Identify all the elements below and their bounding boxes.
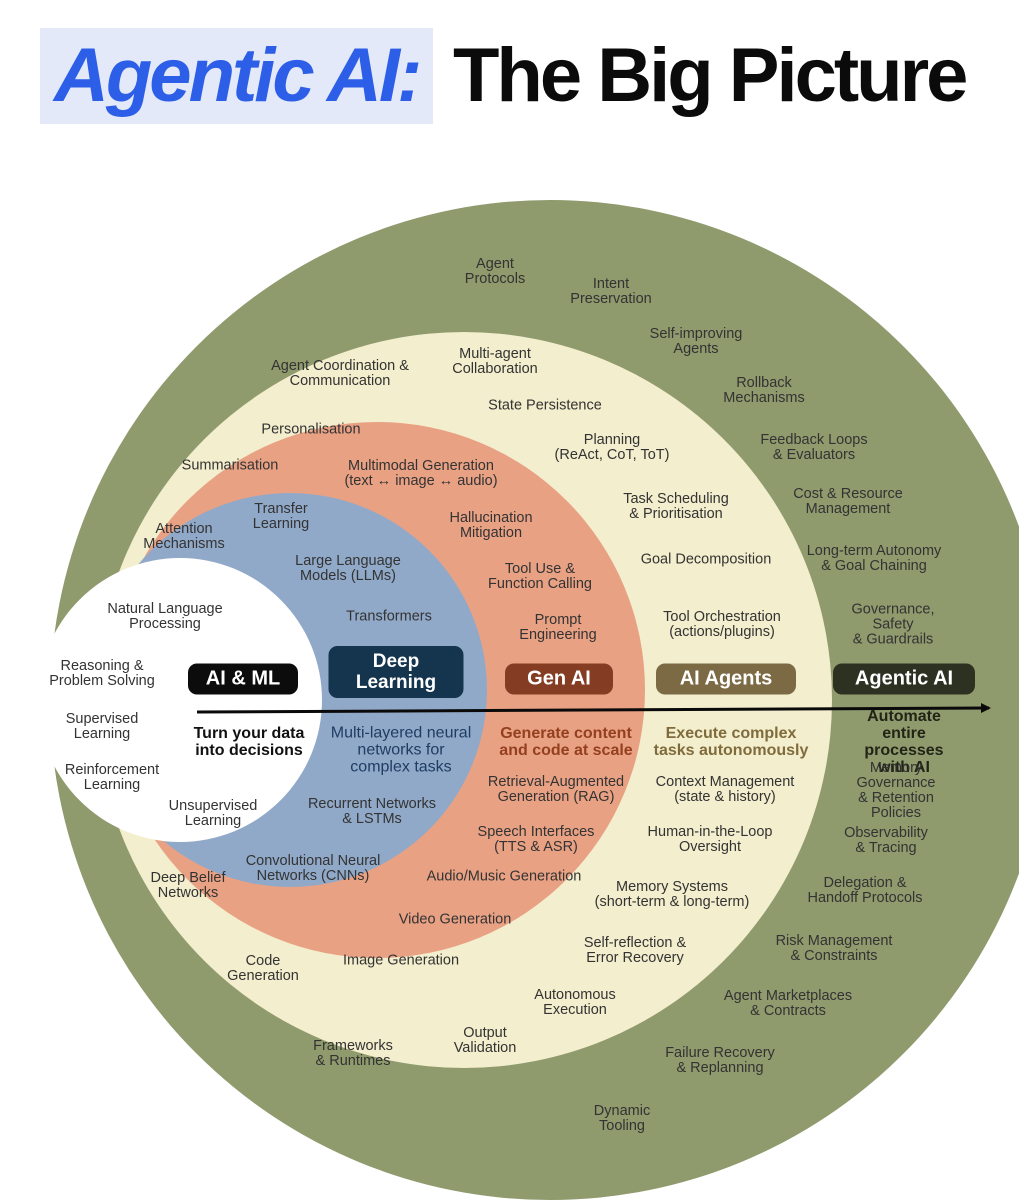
item-transfer-learning: Transfer Learning <box>252 501 310 532</box>
item-memory-systems: Memory Systems (short-term & long-term) <box>594 879 750 910</box>
item-rnn-lstm: Recurrent Networks & LSTMs <box>307 796 437 827</box>
pill-gen-ai: Gen AI <box>505 663 613 695</box>
pill-ai-ml: AI & ML <box>188 663 298 695</box>
progress-arrow <box>196 703 991 714</box>
item-tool-use: Tool Use & Function Calling <box>488 561 592 592</box>
item-summarisation: Summarisation <box>181 457 279 474</box>
tagline-deep-learning: Multi-layered neural networks for comple… <box>330 724 472 776</box>
item-rollback-mechanisms: Rollback Mechanisms <box>723 375 805 406</box>
item-dynamic-tooling: Dynamic Tooling <box>593 1103 651 1134</box>
item-state-persistence: State Persistence <box>488 397 602 414</box>
tagline-agentic-ai: Automate entire processes with AI <box>864 708 944 776</box>
item-attention-mechanisms: Attention Mechanisms <box>143 521 225 552</box>
title-agentic-ai: Agentic AI: <box>54 33 422 118</box>
item-deep-belief-networks: Deep Belief Networks <box>150 870 226 901</box>
item-image-generation: Image Generation <box>342 952 460 969</box>
item-nlp: Natural Language Processing <box>107 601 223 632</box>
item-tool-orchestration: Tool Orchestration (actions/plugins) <box>663 609 781 640</box>
item-agent-marketplaces: Agent Marketplaces & Contracts <box>723 988 853 1019</box>
item-feedback-loops: Feedback Loops & Evaluators <box>760 432 868 463</box>
item-cost-resource-management: Cost & Resource Management <box>793 486 903 517</box>
item-intent-preservation: Intent Preservation <box>570 276 652 307</box>
item-personalisation: Personalisation <box>261 421 361 438</box>
item-self-reflection: Self-reflection & Error Recovery <box>583 935 687 966</box>
item-video-generation: Video Generation <box>398 911 512 928</box>
item-goal-decomposition: Goal Decomposition <box>640 551 772 568</box>
item-reinforcement-learning: Reinforcement Learning <box>64 762 160 793</box>
item-delegation-handoff: Delegation & Handoff Protocols <box>807 875 923 906</box>
pill-ai-agents: AI Agents <box>656 663 796 695</box>
item-frameworks-runtimes: Frameworks & Runtimes <box>313 1038 393 1069</box>
item-unsupervised-learning: Unsupervised Learning <box>168 798 258 829</box>
item-observability-tracing: Observability & Tracing <box>844 825 928 856</box>
item-failure-recovery: Failure Recovery & Replanning <box>665 1045 775 1076</box>
tagline-gen-ai: Generate content and code at scale <box>499 725 633 759</box>
item-multimodal-generation: Multimodal Generation (text ↔ image ↔ au… <box>344 458 498 489</box>
tagline-ai-ml: Turn your data into decisions <box>193 725 305 759</box>
item-autonomous-execution: Autonomous Execution <box>534 987 616 1018</box>
item-llms: Large Language Models (LLMs) <box>295 553 401 584</box>
item-planning: Planning (ReAct, CoT, ToT) <box>554 432 670 463</box>
item-governance-safety: Governance, Safety & Guardrails <box>851 601 935 648</box>
item-supervised-learning: Supervised Learning <box>65 711 139 742</box>
item-agent-protocols: Agent Protocols <box>464 256 526 287</box>
item-long-term-autonomy: Long-term Autonomy & Goal Chaining <box>806 543 942 574</box>
item-multi-agent-collaboration: Multi-agent Collaboration <box>452 346 538 377</box>
item-audio-music-generation: Audio/Music Generation <box>426 868 582 885</box>
item-agent-coordination: Agent Coordination & Communication <box>271 358 409 389</box>
pill-agentic-ai: Agentic AI <box>833 663 975 695</box>
item-reasoning: Reasoning & Problem Solving <box>49 658 155 689</box>
title-big-picture: The Big Picture <box>453 33 968 118</box>
item-transformers: Transformers <box>346 608 432 625</box>
item-rag: Retrieval-Augmented Generation (RAG) <box>487 774 625 805</box>
item-output-validation: Output Validation <box>453 1025 517 1056</box>
item-code-generation: Code Generation <box>227 953 299 984</box>
item-human-in-the-loop: Human-in-the-Loop Oversight <box>647 824 773 855</box>
item-task-scheduling: Task Scheduling & Prioritisation <box>623 491 729 522</box>
title-highlight <box>40 28 433 124</box>
core-ai-ml <box>38 558 322 842</box>
item-self-improving-agents: Self-improving Agents <box>649 326 743 357</box>
item-memory-governance: Memory Governance & Retention Policies <box>856 760 936 821</box>
item-prompt-engineering: Prompt Engineering <box>519 612 597 643</box>
tagline-ai-agents: Execute complex tasks autonomously <box>653 725 809 759</box>
item-context-management: Context Management (state & history) <box>655 774 795 805</box>
pill-deep-learning: Deep Learning <box>328 646 464 698</box>
item-speech-interfaces: Speech Interfaces (TTS & ASR) <box>477 824 595 855</box>
item-cnn: Convolutional Neural Networks (CNNs) <box>245 853 381 884</box>
item-risk-management: Risk Management & Constraints <box>775 933 893 964</box>
item-hallucination-mitigation: Hallucination Mitigation <box>449 510 533 541</box>
